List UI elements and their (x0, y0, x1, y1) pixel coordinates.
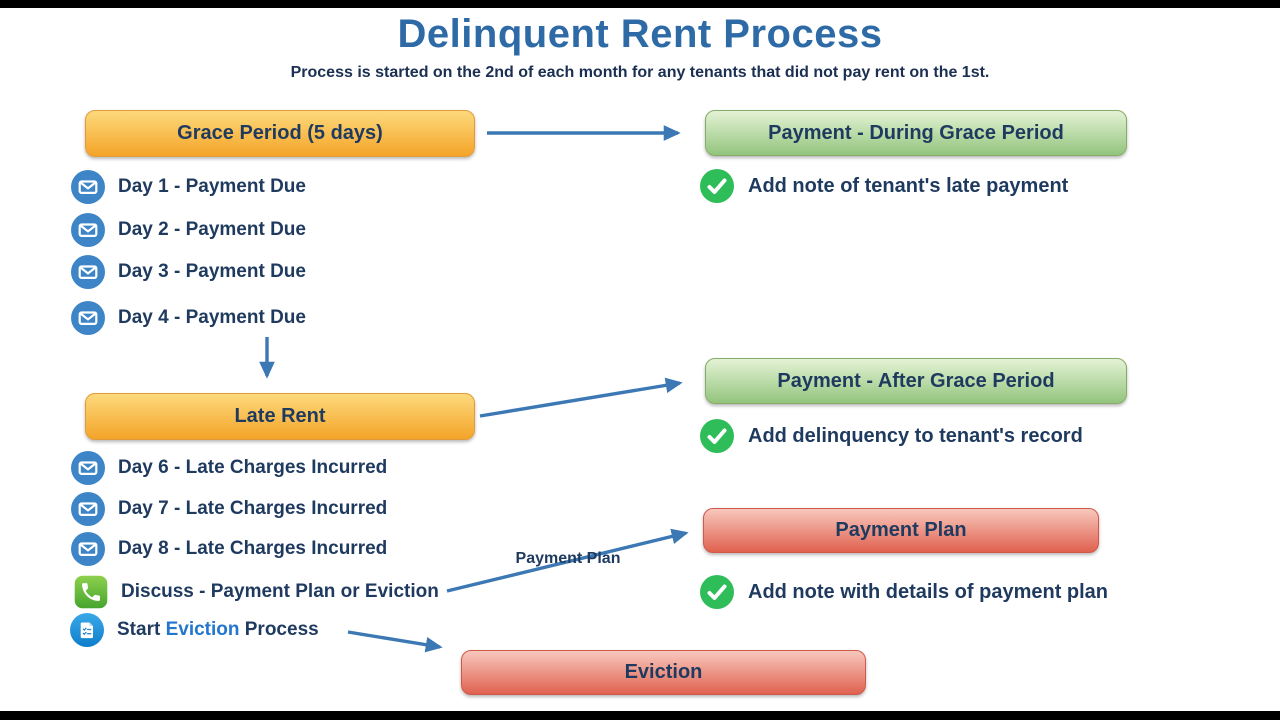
note-label: Add delinquency to tenant's record (748, 424, 1083, 447)
list-item-label: Day 3 - Payment Due (118, 261, 306, 282)
page-title: Delinquent Rent Process (397, 12, 883, 56)
email-icon (71, 492, 105, 526)
check-icon (700, 419, 734, 453)
phone-icon (74, 575, 108, 609)
check-icon (700, 169, 734, 203)
note-label: Add note with details of payment plan (748, 580, 1109, 603)
list-item-label: Day 2 - Payment Due (118, 219, 306, 240)
check-icon (700, 575, 734, 609)
payment-during-grace-box: Payment - During Grace Period (705, 110, 1127, 156)
email-icon (71, 255, 105, 289)
list-item-day4: Day 4 - Payment Due (71, 301, 306, 335)
arrow-start-to-eviction (347, 630, 443, 653)
arrow-late-to-after (479, 377, 683, 418)
late-rent-box: Late Rent (85, 393, 475, 440)
start-eviction-prefix: Start (117, 619, 166, 640)
email-icon (71, 532, 105, 566)
list-item-label: Day 1 - Payment Due (118, 176, 306, 197)
page-subtitle: Process is started on the 2nd of each mo… (290, 64, 990, 81)
list-item-day6: Day 6 - Late Charges Incurred (71, 451, 387, 485)
email-icon (71, 301, 105, 335)
grace-period-box: Grace Period (5 days) (85, 110, 475, 157)
list-item-day3: Day 3 - Payment Due (71, 255, 306, 289)
start-eviction-suffix: Process (239, 619, 319, 640)
list-item-label: Start Eviction Process (117, 619, 319, 641)
list-item-label: Day 7 - Late Charges Incurred (118, 498, 388, 519)
email-icon (71, 170, 105, 204)
list-item-discuss: Discuss - Payment Plan or Eviction (74, 575, 439, 609)
list-item-day2: Day 2 - Payment Due (71, 213, 306, 247)
top-letterbox-bar (0, 0, 1280, 8)
list-item-label: Day 6 - Late Charges Incurred (118, 457, 388, 478)
document-icon (70, 613, 104, 647)
note-after-grace: Add delinquency to tenant's record (700, 419, 1083, 453)
eviction-link-text: Eviction (165, 619, 240, 640)
payment-plan-box: Payment Plan (703, 508, 1099, 553)
payment-plan-arrow-label: Payment Plan (515, 550, 621, 567)
payment-after-grace-box: Payment - After Grace Period (705, 358, 1127, 404)
list-item-day1: Day 1 - Payment Due (71, 170, 306, 204)
list-item-label: Day 4 - Payment Due (118, 307, 306, 328)
email-icon (71, 451, 105, 485)
list-item-start-eviction: Start Eviction Process (70, 613, 319, 647)
email-icon (71, 213, 105, 247)
note-payment-plan: Add note with details of payment plan (700, 575, 1108, 609)
list-item-day7: Day 7 - Late Charges Incurred (71, 492, 387, 526)
note-label: Add note of tenant's late payment (748, 174, 1069, 197)
bottom-letterbox-bar (0, 711, 1280, 720)
list-item-label: Discuss - Payment Plan or Eviction (121, 581, 439, 602)
note-during-grace: Add note of tenant's late payment (700, 169, 1068, 203)
list-item-day8: Day 8 - Late Charges Incurred (71, 532, 387, 566)
list-item-label: Day 8 - Late Charges Incurred (118, 538, 388, 559)
eviction-box: Eviction (461, 650, 866, 695)
